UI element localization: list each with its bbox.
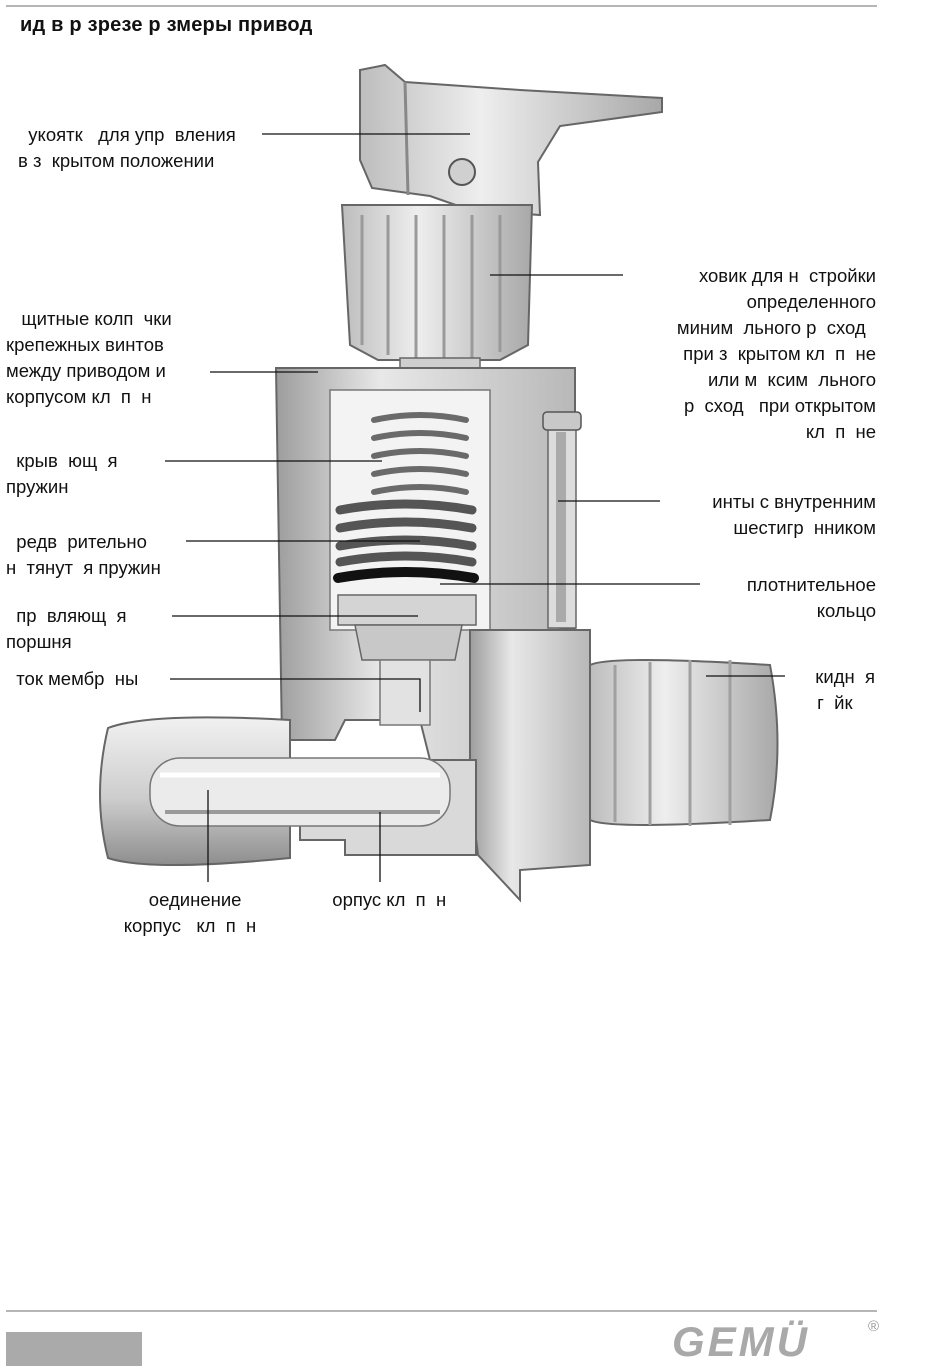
registered-mark-icon: ® [868, 1318, 880, 1335]
label-membrane: ток мембр ны [6, 668, 139, 689]
body-connection-part [99, 716, 451, 866]
page-title: ид в р зрезе р змеры привод [20, 14, 313, 36]
label-union-nut: кидн я г йк [815, 666, 876, 713]
handle-part [359, 63, 663, 217]
bottom-rule [6, 1310, 877, 1312]
page-number-bar [6, 1332, 142, 1366]
brand-logo: GEMÜ ® [672, 1318, 882, 1370]
label-cover-spring: крыв ющ я пружин [6, 450, 118, 497]
label-preload-spring: редв рительно н тянут я пружин [6, 531, 161, 578]
label-piston: пр вляющ я поршня [6, 605, 127, 652]
logo-wordmark: GEMÜ [672, 1318, 810, 1365]
leader-line-membrane [170, 678, 421, 712]
label-seal-ring: плотнительное кольцо [746, 574, 876, 621]
union-nut-part [589, 659, 779, 826]
label-protective-caps: щитные колп чки крепежных винтов между п… [6, 308, 172, 407]
piston-part [337, 594, 477, 726]
adjustment-knob-part [340, 204, 534, 389]
label-handle: укоятк для упр вления в з крытом положен… [18, 124, 236, 171]
label-hex-screws: инты с внутренним шестигр нником [712, 491, 876, 538]
label-body-connection: оединение корпус кл п н [123, 889, 257, 936]
label-valve-body: орпус кл п н [322, 889, 447, 910]
label-knob: ховик для н стройки определенного миним … [676, 265, 876, 442]
springs-part [333, 412, 479, 583]
top-rule [6, 5, 877, 7]
